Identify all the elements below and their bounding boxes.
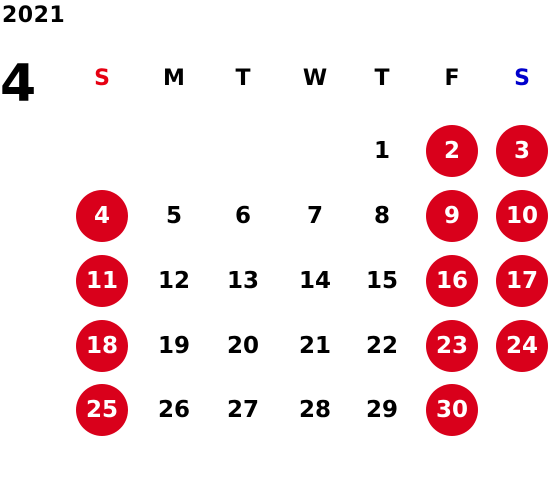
day-cell-12[interactable]: 12	[157, 268, 190, 294]
year-label: 2021	[2, 3, 66, 28]
day-cell-17[interactable]: 17	[496, 255, 548, 307]
day-cell-16[interactable]: 16	[426, 255, 478, 307]
day-cell-14[interactable]: 14	[298, 268, 331, 294]
day-cell-29[interactable]: 29	[365, 397, 398, 423]
day-cell-9[interactable]: 9	[426, 190, 478, 242]
day-cell-25[interactable]: 25	[76, 384, 128, 436]
day-cell-8[interactable]: 8	[373, 203, 390, 229]
weekday-monday: M	[163, 66, 185, 91]
day-cell-23[interactable]: 23	[426, 320, 478, 372]
day-cell-6[interactable]: 6	[234, 203, 251, 229]
day-cell-15[interactable]: 15	[365, 268, 398, 294]
day-cell-5[interactable]: 5	[165, 203, 182, 229]
day-cell-4[interactable]: 4	[76, 190, 128, 242]
day-cell-24[interactable]: 24	[496, 320, 548, 372]
day-cell-3[interactable]: 3	[496, 125, 548, 177]
day-cell-1[interactable]: 1	[373, 138, 390, 164]
weekday-tuesday: T	[235, 66, 251, 91]
day-cell-13[interactable]: 13	[226, 268, 259, 294]
day-cell-26[interactable]: 26	[157, 397, 190, 423]
day-cell-21[interactable]: 21	[298, 333, 331, 359]
weekday-wednesday: W	[302, 66, 328, 91]
day-cell-10[interactable]: 10	[496, 190, 548, 242]
day-cell-19[interactable]: 19	[157, 333, 190, 359]
month-number: 4	[0, 54, 37, 114]
day-cell-2[interactable]: 2	[426, 125, 478, 177]
day-cell-28[interactable]: 28	[298, 397, 331, 423]
day-cell-11[interactable]: 11	[76, 255, 128, 307]
day-cell-20[interactable]: 20	[226, 333, 259, 359]
day-cell-27[interactable]: 27	[226, 397, 259, 423]
weekday-thursday: T	[374, 66, 390, 91]
day-cell-30[interactable]: 30	[426, 384, 478, 436]
weekday-friday: F	[444, 66, 460, 91]
day-cell-7[interactable]: 7	[306, 203, 323, 229]
day-cell-18[interactable]: 18	[76, 320, 128, 372]
weekday-saturday: S	[514, 66, 530, 91]
weekday-sunday: S	[94, 66, 110, 91]
day-cell-22[interactable]: 22	[365, 333, 398, 359]
